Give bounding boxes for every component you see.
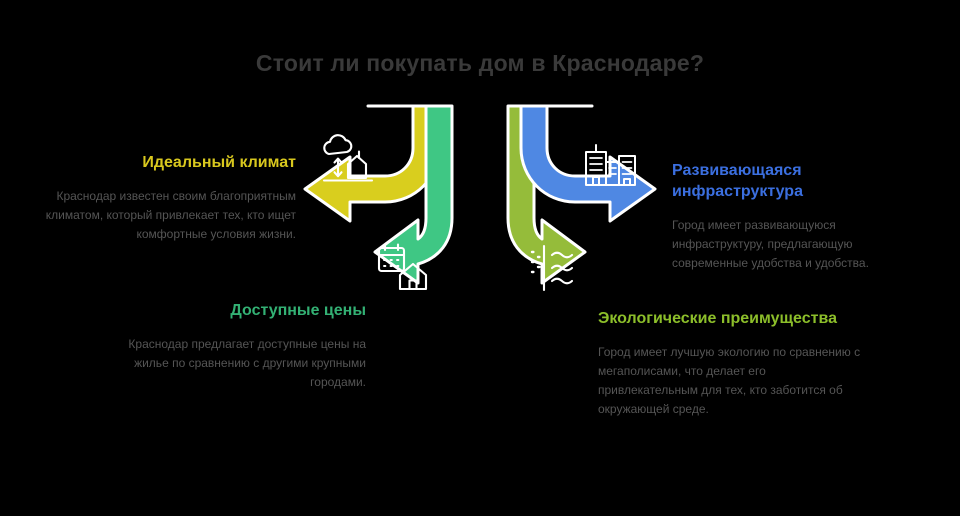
section-infrastructure-heading: Развивающаяся инфраструктура — [672, 162, 803, 200]
section-prices: Доступные цены Краснодар предлагает дост… — [98, 300, 366, 392]
section-ecology: Экологические преимущества Город имеет л… — [598, 308, 866, 419]
arrow-climate-shape — [303, 104, 441, 223]
arrow-prices-shape — [373, 104, 454, 285]
arrow-diagram — [300, 100, 660, 320]
section-climate: Идеальный климат Краснодар известен свои… — [28, 152, 296, 244]
section-ecology-body: Город имеет лучшую экологию по сравнению… — [598, 345, 861, 416]
city-buildings-icon — [585, 144, 636, 186]
section-infrastructure: Развивающаяся инфраструктура Город имеет… — [672, 160, 904, 273]
section-ecology-heading: Экологические преимущества — [598, 310, 837, 327]
arrow-climate — [303, 104, 441, 223]
section-infrastructure-body: Город имеет развивающуюся инфраструктуру… — [672, 218, 869, 270]
page-title: Стоит ли покупать дом в Краснодаре? — [255, 50, 705, 76]
air-waves-icon — [530, 244, 574, 292]
section-climate-heading: Идеальный климат — [142, 154, 296, 171]
section-prices-body: Краснодар предлагает доступные цены на ж… — [128, 337, 366, 389]
arrow-prices — [373, 104, 454, 291]
arrow-infrastructure-shape — [519, 104, 657, 223]
calendar-house-icon — [377, 243, 428, 291]
arrow-infrastructure — [519, 104, 657, 223]
section-prices-heading: Доступные цены — [230, 302, 366, 319]
cloud-house-icon — [322, 134, 374, 182]
section-climate-body: Краснодар известен своим благоприятным к… — [45, 189, 296, 241]
